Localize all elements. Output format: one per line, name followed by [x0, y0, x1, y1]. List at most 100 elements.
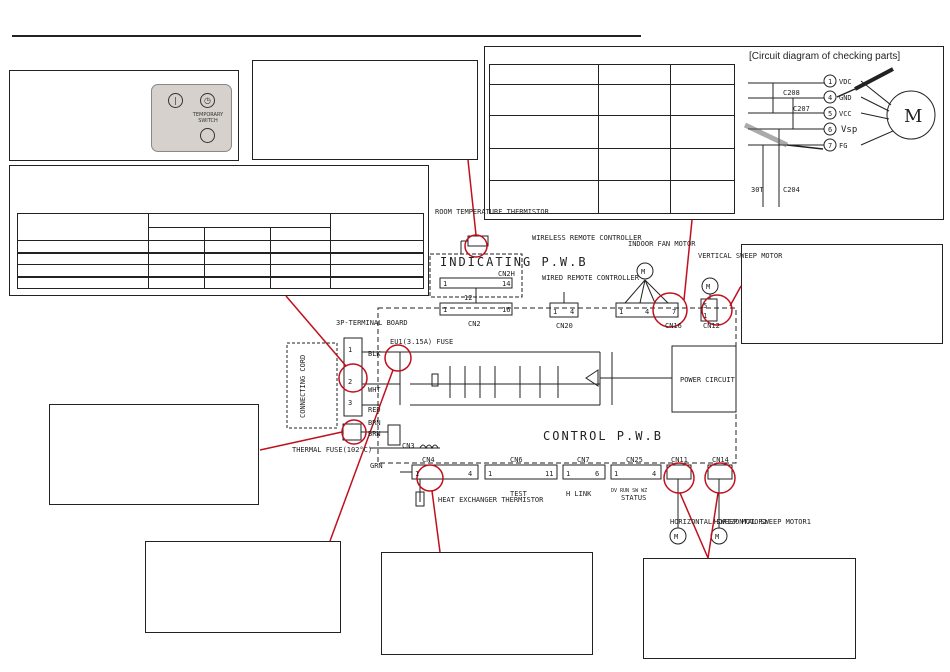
- callout-cn11: [663, 462, 695, 494]
- svg-text:14: 14: [502, 280, 510, 288]
- svg-text:CN11: CN11: [671, 456, 688, 464]
- note-box-horizontal-sweep: [643, 558, 856, 659]
- svg-text:WHT: WHT: [368, 386, 381, 394]
- svg-text:6: 6: [828, 126, 832, 134]
- svg-text:CN16: CN16: [665, 322, 682, 330]
- checking-circuit: C208 C207 C204 30T 1 VDC 4 GND 5 VCC 6 V…: [743, 67, 936, 207]
- vertical-sweep-motor: [701, 277, 719, 295]
- indoor-fan-motor: [636, 262, 654, 280]
- component-c208: C208: [783, 89, 800, 97]
- svg-text:1: 1: [443, 280, 447, 288]
- horizontal-sweep-1-label: HORIZONTAL SWEEP MOTOR1: [714, 518, 811, 526]
- svg-text:M: M: [904, 106, 922, 127]
- callout-fuse: [384, 344, 412, 372]
- svg-text:1: 1: [348, 346, 352, 354]
- note-box-fuse: [145, 541, 341, 633]
- svg-text:4: 4: [570, 308, 574, 316]
- svg-text:CN7: CN7: [577, 456, 590, 464]
- svg-text:M: M: [706, 283, 710, 291]
- checking-motor: [886, 90, 936, 140]
- svg-text:4: 4: [468, 470, 472, 478]
- svg-text:4: 4: [652, 470, 656, 478]
- checking-parts-panel: [Circuit diagram of checking parts] C208…: [484, 46, 944, 220]
- power-circuit-label: POWER CIRCUIT: [680, 376, 736, 384]
- pin-7: 7 FG: [823, 138, 847, 152]
- pin-5: 5 VCC: [823, 106, 852, 120]
- svg-text:1: 1: [566, 470, 570, 478]
- svg-text:VCC: VCC: [839, 110, 852, 118]
- horizontal-sweep-motor-1: [710, 527, 728, 545]
- svg-text:1: 1: [443, 306, 447, 314]
- header-rule: [12, 35, 641, 37]
- wired-remote-label: WIRED REMOTE CONTROLLER: [542, 274, 640, 282]
- power-icon: |: [168, 93, 183, 108]
- indoor-fan-motor-label: INDOOR FAN MOTOR: [628, 240, 696, 248]
- svg-text:1: 1: [828, 78, 832, 86]
- test-label: TEST: [510, 490, 528, 498]
- callout-thermal-fuse: [341, 419, 367, 445]
- svg-text:5: 5: [703, 302, 707, 310]
- svg-text:BRN: BRN: [368, 419, 381, 427]
- connecting-cord-outline: [286, 342, 338, 429]
- svg-text:M: M: [641, 268, 645, 276]
- svg-text:CN12: CN12: [703, 322, 720, 330]
- svg-text:CN3: CN3: [402, 442, 415, 450]
- svg-text:CN20: CN20: [556, 322, 573, 330]
- terminal-board-label: 3P-TERMINAL BOARD: [336, 319, 408, 327]
- note-box-heat-exchanger: [381, 552, 593, 655]
- note-box-thermal-fuse: [49, 404, 259, 505]
- svg-text:CN14: CN14: [712, 456, 729, 464]
- svg-text:2: 2: [348, 378, 352, 386]
- wireless-remote-label: WIRELESS REMOTE CONTROLLER: [532, 234, 642, 242]
- power-circuit-box: [671, 345, 737, 413]
- svg-text:1: 1: [619, 308, 623, 316]
- temporary-switch-button[interactable]: [200, 128, 215, 143]
- heat-exchanger-label: HEAT EXCHANGER THERMISTOR: [438, 496, 544, 504]
- svg-text:CN4: CN4: [422, 456, 435, 464]
- svg-text:BLK: BLK: [368, 350, 381, 358]
- callout-terminal-board: [338, 363, 368, 393]
- pin-4: 4 GND: [823, 90, 852, 104]
- control-pwb-outline: [377, 307, 737, 464]
- remote-switch-image: | ◷ TEMPORARY SWITCH: [151, 84, 232, 152]
- temporary-switch-label: TEMPORARY SWITCH: [192, 112, 224, 124]
- indicating-pwb-outline: [429, 253, 523, 298]
- pin-1: 1 VDC: [823, 74, 852, 88]
- svg-text:12: 12: [464, 294, 472, 302]
- svg-text:16: 16: [502, 306, 510, 314]
- horizontal-sweep-motor-2: [669, 527, 687, 545]
- component-c207: C207: [793, 105, 810, 113]
- svg-text:7: 7: [828, 142, 832, 150]
- svg-text:GRN: GRN: [370, 462, 383, 470]
- callout-heat-exchanger: [416, 464, 444, 492]
- svg-text:BRN: BRN: [368, 430, 381, 438]
- svg-text:CN6: CN6: [510, 456, 523, 464]
- svg-text:5: 5: [828, 110, 832, 118]
- remote-switch-panel: | ◷ TEMPORARY SWITCH: [9, 70, 239, 161]
- callout-room-thermistor: [464, 234, 488, 258]
- svg-text:1: 1: [488, 470, 492, 478]
- checking-circuit-title: [Circuit diagram of checking parts]: [749, 51, 901, 62]
- svg-text:3: 3: [348, 399, 352, 407]
- horizontal-sweep-2-label: HORIZONTAL SWEEP MOTOR2: [670, 518, 767, 526]
- svg-text:1: 1: [703, 312, 707, 320]
- table-panel: [9, 165, 429, 296]
- probe-black: [836, 67, 894, 98]
- svg-text:DV RUN SW WZ: DV RUN SW WZ: [611, 488, 647, 494]
- check-table: [489, 64, 735, 214]
- fuse-label: EU1(3.15A) FUSE: [390, 338, 453, 346]
- svg-text:RED: RED: [368, 406, 381, 414]
- timer-icon: ◷: [200, 93, 215, 108]
- component-c204: C204: [783, 186, 800, 194]
- control-pwb-label: CONTROL P.W.B: [543, 429, 663, 443]
- component-30t: 30T: [751, 186, 764, 194]
- data-table: [17, 213, 424, 289]
- svg-text:11: 11: [545, 470, 553, 478]
- svg-text:1: 1: [415, 470, 419, 478]
- svg-text:7: 7: [672, 308, 676, 316]
- note-box-thermistor: [252, 60, 478, 160]
- svg-text:1: 1: [553, 308, 557, 316]
- note-box-vertical-sweep: [741, 244, 943, 344]
- connecting-cord-label: CONNECTING CORD: [299, 355, 307, 418]
- svg-text:CN2H: CN2H: [498, 270, 515, 278]
